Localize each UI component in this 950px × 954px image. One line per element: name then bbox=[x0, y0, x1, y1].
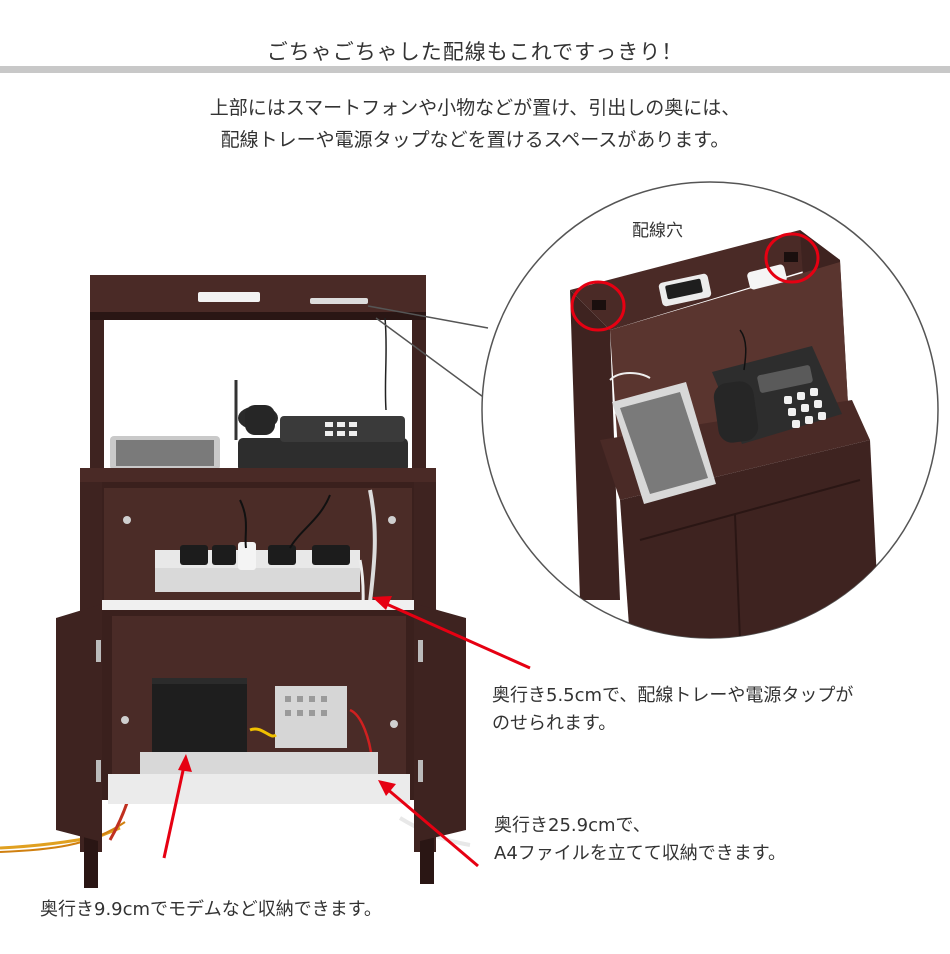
callout-tray: 奥行き5.5cmで、配線トレーや電源タップが のせられます。 bbox=[492, 682, 853, 738]
intro-text: 上部にはスマートフォンや小物などが置け、引出しの奥には、 配線トレーや電源タップ… bbox=[0, 92, 950, 156]
page-title: ごちゃごちゃした配線もこれですっきり！ bbox=[266, 40, 684, 64]
wiring-hole-marker-right bbox=[764, 232, 820, 284]
intro-line-1: 上部にはスマートフォンや小物などが置け、引出しの奥には、 bbox=[209, 97, 741, 119]
intro-line-2: 配線トレーや電源タップなどを置けるスペースがあります。 bbox=[220, 129, 730, 151]
cabinet-photo bbox=[0, 275, 471, 888]
callout-arrows bbox=[162, 596, 531, 868]
callout-a4-line-1: 奥行き25.9cmで、 bbox=[494, 815, 651, 836]
callout-tray-line-2: のせられます。 bbox=[492, 713, 617, 734]
wiring-hole-marker-left bbox=[570, 280, 626, 332]
callout-modem: 奥行き9.9cmでモデムなど収納できます。 bbox=[40, 899, 382, 920]
callout-tray-line-1: 奥行き5.5cmで、配線トレーや電源タップが bbox=[492, 685, 854, 706]
callout-a4-line-2: A4ファイルを立てて収納できます。 bbox=[494, 843, 786, 864]
callout-a4: 奥行き25.9cmで、 A4ファイルを立てて収納できます。 bbox=[494, 812, 786, 868]
zoom-detail bbox=[367, 181, 939, 639]
wiring-hole-label: 配線穴 bbox=[632, 221, 683, 241]
title-divider bbox=[0, 66, 950, 73]
